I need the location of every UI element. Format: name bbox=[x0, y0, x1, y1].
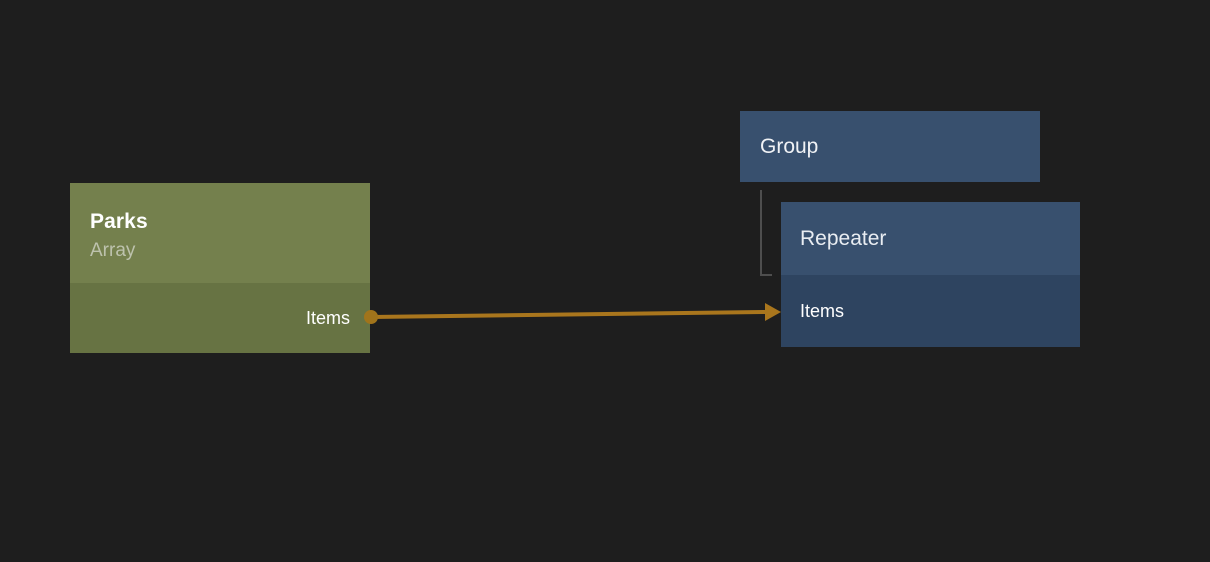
group-to-repeater-bracket bbox=[760, 190, 772, 276]
node-repeater-title: Repeater bbox=[800, 226, 887, 250]
node-parks-title: Parks bbox=[90, 210, 148, 233]
node-parks-output-port-row[interactable]: Items bbox=[306, 283, 350, 353]
node-repeater[interactable]: Repeater Items bbox=[781, 202, 1080, 347]
node-parks-output-port-dot[interactable] bbox=[364, 310, 378, 324]
node-group-header[interactable]: Group bbox=[740, 111, 1040, 182]
node-parks-body[interactable]: Items bbox=[70, 283, 370, 353]
node-repeater-input-port-label: Items bbox=[800, 301, 845, 321]
node-parks-subtitle: Array bbox=[90, 240, 136, 261]
node-group[interactable]: Group bbox=[740, 111, 1040, 182]
node-repeater-header[interactable]: Repeater bbox=[781, 202, 1080, 275]
node-repeater-body[interactable]: Items bbox=[781, 275, 1080, 347]
node-parks[interactable]: Parks Array Items bbox=[70, 183, 370, 353]
node-group-title: Group bbox=[760, 134, 819, 158]
connection-arrowhead-icon bbox=[765, 303, 781, 321]
node-parks-header[interactable]: Parks Array bbox=[70, 183, 370, 283]
node-parks-output-port-label: Items bbox=[305, 308, 350, 328]
node-repeater-input-port-row[interactable]: Items bbox=[800, 275, 844, 347]
connection-wire-parks-items-to-repeater-items[interactable] bbox=[370, 310, 766, 319]
